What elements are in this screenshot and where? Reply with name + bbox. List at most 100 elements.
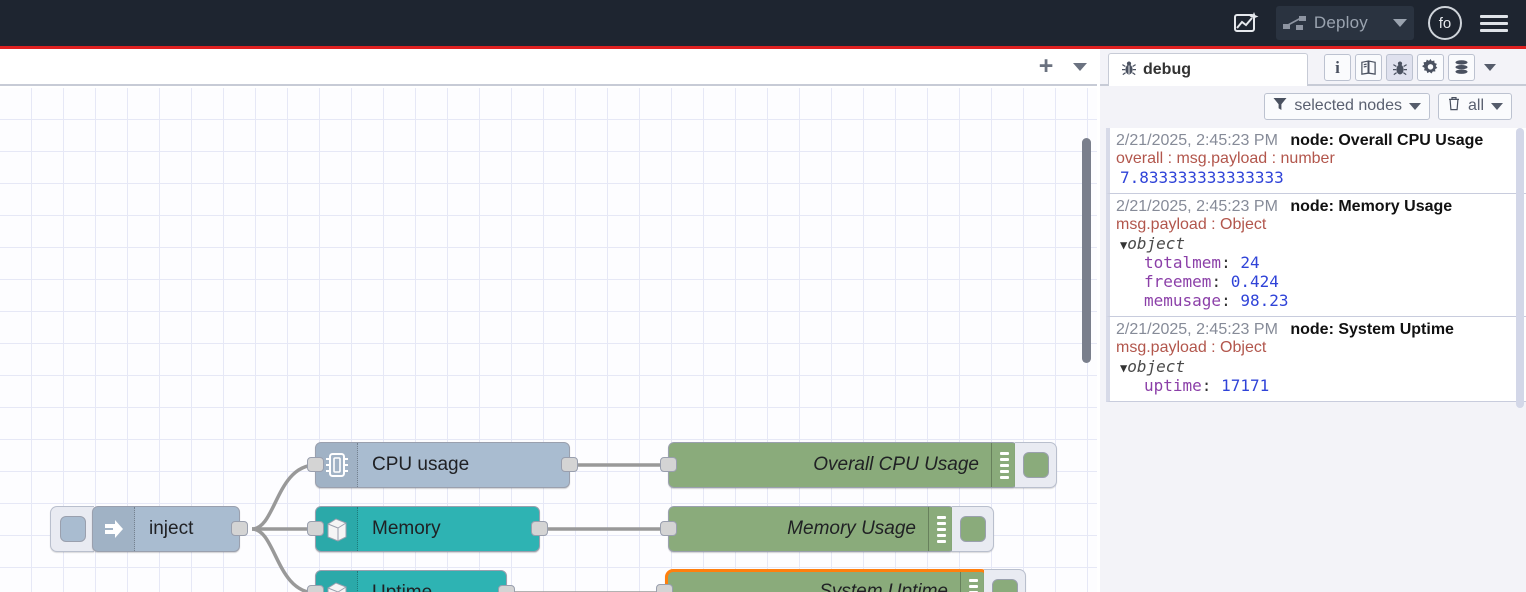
debug-object-property: memusage: 98.23 bbox=[1116, 291, 1520, 310]
avatar[interactable]: fo bbox=[1428, 6, 1462, 40]
canvas-vertical-scrollbar[interactable] bbox=[1082, 138, 1091, 363]
debug-property-key: uptime bbox=[1144, 376, 1202, 395]
node-label: Memory Usage bbox=[669, 518, 928, 540]
sidebar-panel: debug i bbox=[1100, 49, 1526, 592]
debug-enable-button[interactable] bbox=[1015, 442, 1057, 488]
input-port[interactable] bbox=[307, 521, 324, 536]
debug-source-node[interactable]: node: Overall CPU Usage bbox=[1282, 132, 1483, 149]
debug-property-key: totalmem bbox=[1144, 253, 1221, 272]
debug-node-body[interactable]: System Uptime bbox=[665, 569, 989, 592]
node-label: Memory bbox=[358, 518, 455, 540]
debug-object-toggle[interactable]: ▼object bbox=[1116, 357, 1520, 376]
avatar-initials: fo bbox=[1439, 15, 1452, 32]
node-cpu-usage[interactable]: CPU usage bbox=[315, 442, 570, 488]
sidebar-tool-buttons: i bbox=[1324, 54, 1501, 84]
flow-menu-icon[interactable] bbox=[1063, 50, 1097, 84]
add-flow-button[interactable]: + bbox=[1029, 50, 1063, 84]
output-port[interactable] bbox=[531, 521, 548, 536]
debug-filter-dropdown[interactable]: selected nodes bbox=[1264, 93, 1430, 120]
deploy-icon bbox=[1276, 13, 1314, 33]
node-inject[interactable]: inject bbox=[50, 506, 240, 552]
sidebar-tools-more-icon[interactable] bbox=[1479, 54, 1501, 81]
inject-node-body[interactable]: inject bbox=[92, 506, 240, 552]
debug-topic: msg.payload : Object bbox=[1116, 216, 1520, 234]
debug-object-property: totalmem: 24 bbox=[1116, 253, 1520, 272]
node-uptime[interactable]: Uptime bbox=[315, 570, 507, 592]
uptime-node-body[interactable]: Uptime bbox=[315, 570, 507, 592]
debug-topic: overall : msg.payload : number bbox=[1116, 150, 1520, 168]
context-data-icon[interactable] bbox=[1448, 54, 1475, 81]
gear-icon[interactable] bbox=[1417, 54, 1444, 81]
debug-message[interactable]: 2/21/2025, 2:45:23 PM node: Overall CPU … bbox=[1106, 128, 1526, 194]
debug-object-label: object bbox=[1127, 357, 1185, 376]
debug-object-label: object bbox=[1127, 234, 1185, 253]
memory-node-body[interactable]: Memory bbox=[315, 506, 540, 552]
input-port[interactable] bbox=[660, 457, 677, 472]
library-icon[interactable] bbox=[1355, 54, 1382, 81]
debug-lines-icon bbox=[991, 443, 1017, 487]
debug-property-value: 0.424 bbox=[1231, 272, 1279, 291]
debug-message[interactable]: 2/21/2025, 2:45:23 PM node: Memory Usage… bbox=[1106, 194, 1526, 317]
node-debug-memory-usage[interactable]: Memory Usage bbox=[668, 506, 955, 552]
output-port[interactable] bbox=[561, 457, 578, 472]
tab-debug-label: debug bbox=[1143, 61, 1191, 79]
debug-object-toggle[interactable]: ▼object bbox=[1116, 234, 1520, 253]
input-port[interactable] bbox=[307, 457, 324, 472]
node-memory[interactable]: Memory bbox=[315, 506, 540, 552]
debug-object-property: freemem: 0.424 bbox=[1116, 272, 1520, 291]
node-debug-system-uptime[interactable]: System Uptime bbox=[665, 569, 989, 592]
debug-enable-button[interactable] bbox=[952, 506, 994, 552]
debug-source-node[interactable]: node: Memory Usage bbox=[1282, 198, 1452, 215]
debug-timestamp: 2/21/2025, 2:45:23 PM bbox=[1116, 132, 1278, 149]
debug-node-body[interactable]: Overall CPU Usage bbox=[668, 442, 1018, 488]
node-debug-overall-cpu-usage[interactable]: Overall CPU Usage bbox=[668, 442, 1018, 488]
debug-property-value: 98.23 bbox=[1240, 291, 1288, 310]
trash-icon bbox=[1447, 96, 1461, 116]
debug-node-body[interactable]: Memory Usage bbox=[668, 506, 955, 552]
import-export-icon[interactable] bbox=[1226, 3, 1266, 43]
flow-tabbar: + bbox=[0, 49, 1097, 86]
input-port[interactable] bbox=[307, 585, 324, 592]
bug-icon[interactable] bbox=[1386, 54, 1413, 81]
deploy-dropdown-caret[interactable] bbox=[1384, 6, 1414, 40]
hamburger-menu-icon[interactable] bbox=[1480, 11, 1508, 36]
output-port[interactable] bbox=[498, 585, 515, 592]
debug-timestamp: 2/21/2025, 2:45:23 PM bbox=[1116, 321, 1278, 338]
deploy-label: Deploy bbox=[1314, 13, 1384, 33]
funnel-icon bbox=[1273, 97, 1287, 116]
debug-timestamp: 2/21/2025, 2:45:23 PM bbox=[1116, 198, 1278, 215]
node-label: inject bbox=[135, 518, 207, 540]
debug-source-node[interactable]: node: System Uptime bbox=[1282, 321, 1454, 338]
inject-trigger-button[interactable] bbox=[50, 506, 94, 552]
node-label: Overall CPU Usage bbox=[669, 454, 991, 476]
debug-lines-icon bbox=[960, 572, 986, 592]
node-label: Uptime bbox=[358, 582, 446, 592]
output-port[interactable] bbox=[231, 521, 248, 536]
debug-message[interactable]: 2/21/2025, 2:45:23 PM node: System Uptim… bbox=[1106, 317, 1526, 402]
debug-clear-label: all bbox=[1468, 97, 1484, 115]
flow-workspace: + bbox=[0, 49, 1097, 592]
debug-property-value: 24 bbox=[1240, 253, 1259, 272]
debug-lines-icon bbox=[928, 507, 954, 551]
debug-property-value: 17171 bbox=[1221, 376, 1269, 395]
debug-property-key: freemem bbox=[1144, 272, 1211, 291]
debug-message-list[interactable]: 2/21/2025, 2:45:23 PM node: Overall CPU … bbox=[1106, 128, 1526, 592]
debug-object-property: uptime: 17171 bbox=[1116, 376, 1520, 395]
debug-property-key: memusage bbox=[1144, 291, 1221, 310]
cpu-node-body[interactable]: CPU usage bbox=[315, 442, 570, 488]
debug-value: 7.833333333333333 bbox=[1116, 168, 1520, 187]
debug-topic: msg.payload : Object bbox=[1116, 339, 1520, 357]
bug-icon bbox=[1121, 60, 1137, 81]
debug-list-scrollbar[interactable] bbox=[1516, 128, 1524, 408]
input-port[interactable] bbox=[660, 521, 677, 536]
debug-enable-button[interactable] bbox=[984, 569, 1026, 592]
deploy-button[interactable]: Deploy bbox=[1276, 6, 1414, 40]
info-icon[interactable]: i bbox=[1324, 54, 1351, 81]
tab-debug[interactable]: debug bbox=[1108, 53, 1308, 86]
flow-canvas[interactable]: inject bbox=[0, 88, 1097, 592]
debug-clear-dropdown[interactable]: all bbox=[1438, 93, 1512, 120]
arrow-right-icon bbox=[93, 507, 135, 551]
debug-filter-bar: selected nodes all bbox=[1100, 86, 1526, 126]
input-port[interactable] bbox=[656, 584, 673, 592]
